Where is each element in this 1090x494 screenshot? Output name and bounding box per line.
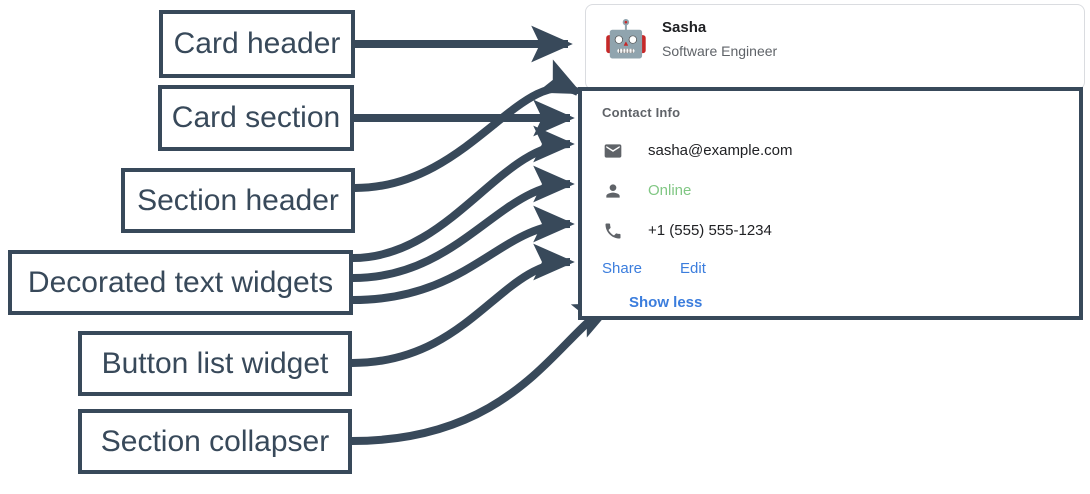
section-header: Contact Info [602, 105, 681, 120]
annotation-box-card-section: Card section [158, 85, 354, 151]
arrow-text-widget-status [352, 165, 575, 282]
annotation-box-section-collapser: Section collapser [78, 409, 352, 474]
annotation-box-section-header: Section header [121, 168, 355, 233]
annotation-box-decorated-text: Decorated text widgets [8, 250, 353, 315]
email-icon [602, 140, 624, 162]
status-value: Online [648, 182, 692, 199]
avatar-glyph: 🤖 [603, 18, 649, 59]
phone-icon [602, 220, 624, 242]
card-section: Contact Info sasha@example.com Online [578, 87, 1083, 320]
section-collapser-row: Show less [602, 291, 1079, 315]
annotation-label: Card section [171, 101, 341, 134]
arrow-section-header [354, 59, 583, 192]
robot-avatar-icon: 🤖 [603, 17, 649, 61]
annotation-box-button-list: Button list widget [78, 331, 352, 396]
show-less-button[interactable]: Show less [629, 294, 703, 311]
annotation-label: Card header [173, 27, 341, 60]
profile-card: 🤖 Sasha Software Engineer [585, 4, 1085, 90]
annotation-label: Section header [137, 183, 339, 217]
decorated-text-row: +1 (555) 555-1234 [602, 217, 1079, 245]
button-list-widget: Share Edit [602, 257, 1079, 281]
card-header-title: Sasha [662, 18, 707, 36]
annotation-label: Decorated text widgets [27, 265, 334, 299]
share-button[interactable]: Share [602, 260, 643, 277]
decorated-text-row: Online [602, 177, 1079, 205]
decorated-text-row: sasha@example.com [602, 137, 1079, 165]
annotation-label: Section collapser [100, 424, 330, 458]
person-icon [602, 180, 624, 202]
arrow-button-list [351, 243, 575, 367]
arrow-section-collapser [351, 301, 617, 445]
annotation-box-card-header: Card header [159, 10, 355, 78]
email-value: sasha@example.com [648, 142, 793, 159]
annotation-label: Button list widget [101, 346, 329, 380]
arrow-text-widget-email [352, 125, 575, 262]
card-header: 🤖 Sasha Software Engineer [586, 5, 1084, 61]
edit-button[interactable]: Edit [680, 260, 706, 277]
card-header-subtitle: Software Engineer [662, 42, 778, 59]
card-header-text: Sasha Software Engineer [662, 18, 777, 61]
arrow-text-widget-phone [352, 205, 575, 304]
card-section-body: Contact Info sasha@example.com Online [582, 91, 1079, 315]
phone-value: +1 (555) 555-1234 [648, 222, 772, 239]
